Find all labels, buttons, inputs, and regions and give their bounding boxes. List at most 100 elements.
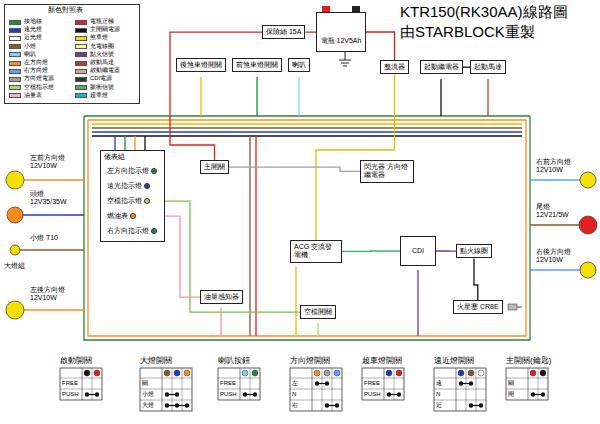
rectifier-box: 整流器	[380, 60, 409, 74]
node-text: 整流器	[384, 63, 405, 71]
harness-wire	[92, 127, 522, 128]
table-rule	[218, 378, 260, 379]
node-text: 後煞車燈開關	[180, 61, 222, 69]
switch-position: 左	[292, 380, 298, 387]
legend-text: 方向燈電源	[24, 75, 54, 82]
contact-dot	[175, 403, 179, 407]
legend-swatch	[75, 20, 87, 25]
contact-dot	[315, 381, 319, 385]
harness-wire	[530, 224, 579, 225]
switch-position: 近	[436, 402, 442, 409]
table-rule	[182, 368, 183, 411]
switch-position: N	[292, 391, 296, 398]
table-rule	[434, 400, 486, 401]
part-label: 大燈組	[4, 262, 25, 270]
switch-table	[506, 368, 548, 400]
table-rule	[434, 378, 486, 379]
contact-dot	[387, 392, 391, 396]
node-text: 左後方向燈 12V10W	[30, 286, 76, 303]
contact-dot	[531, 392, 535, 396]
wire-connector	[305, 31, 316, 33]
wire-color-dot	[314, 370, 320, 376]
table-rule	[476, 368, 477, 411]
flasher-box: 閃光器 方向燈繼電器	[360, 160, 414, 183]
switch-title: 啟動開關	[60, 356, 92, 366]
legend-text: 近光燈	[24, 34, 42, 41]
legend-swatch	[75, 69, 87, 74]
harness-wire	[20, 249, 84, 250]
legend-text: 空檔指示燈	[24, 84, 54, 91]
table-rule	[312, 368, 313, 411]
switch-table	[290, 368, 342, 411]
switch-position: FREE	[62, 380, 78, 387]
table-frame	[218, 368, 260, 400]
node-text: 尾燈 12V21/5W	[536, 203, 575, 220]
wire-connector	[170, 32, 262, 160]
table-frame	[140, 368, 192, 411]
legend-text: 煞車燈	[90, 34, 108, 41]
harness-wire	[249, 136, 250, 336]
harness-wire	[88, 119, 526, 120]
switch-title: 遠近燈開關	[434, 356, 474, 366]
wire-connector	[474, 258, 478, 300]
harness-wire	[530, 179, 580, 180]
legend-swatch	[75, 61, 87, 66]
contact-dot	[541, 392, 545, 396]
table-rule	[240, 368, 241, 400]
switch-table	[60, 368, 102, 400]
legend-swatch	[9, 61, 21, 66]
spark-plug-body	[508, 304, 517, 310]
table-rule	[60, 378, 102, 379]
bulb-symbol	[7, 207, 23, 223]
node-text: 起動繼電器	[424, 63, 459, 71]
ground-symbol	[339, 52, 351, 66]
table-rule	[60, 389, 102, 390]
indicator-dot	[151, 228, 157, 234]
legend-swatch	[75, 52, 87, 57]
legend-swatch	[75, 77, 87, 82]
harness-wire	[255, 136, 256, 336]
switch-position: FREE	[364, 380, 380, 387]
legend-swatch	[9, 44, 21, 49]
node-text: CDI	[404, 247, 432, 255]
wire-connector	[153, 201, 300, 312]
wire-color-dot	[324, 370, 330, 376]
harness-wire	[88, 120, 526, 336]
wire-color-dot	[540, 370, 546, 376]
contact-dot	[165, 403, 169, 407]
bulb-label: 小燈 T10	[27, 232, 61, 244]
spark-plug-symbol	[508, 304, 522, 310]
node-text: 右前方向燈 12V10W	[536, 158, 575, 175]
legend-swatch	[75, 85, 87, 90]
harness-wire	[295, 267, 296, 336]
harness-wire	[530, 269, 580, 270]
indicator-lamp: 左方向指示燈	[104, 165, 160, 177]
node-text: 電瓶 12V5Ah	[320, 37, 362, 45]
harness-wire	[92, 131, 522, 132]
legend-swatch	[9, 93, 21, 98]
switch-box: 後煞車燈開關	[176, 58, 226, 72]
bulb-label: 左前方向燈 12V10W	[27, 152, 79, 173]
sensor-box: 油量感知器	[200, 290, 243, 304]
table-rule	[140, 378, 192, 379]
table-rule	[218, 389, 260, 390]
contact-dot	[165, 392, 169, 396]
table-rule	[82, 368, 83, 400]
table-rule	[290, 378, 342, 379]
legend-swatch	[9, 28, 21, 33]
harness-wire	[200, 77, 201, 116]
indicator-dot	[144, 198, 150, 204]
contact-dot	[85, 392, 89, 396]
switch-position: PUSH	[62, 391, 79, 398]
node-text: 小燈 T10	[30, 234, 58, 242]
bulb-symbol	[580, 172, 596, 188]
wire-connector	[463, 67, 470, 68]
table-rule	[434, 389, 486, 390]
contact-dot	[469, 403, 473, 407]
table-frame	[362, 368, 404, 400]
bulb-symbol	[6, 301, 24, 319]
legend-title: 顏色對照表	[48, 6, 83, 14]
legend-text: 超車燈	[90, 92, 108, 99]
contact-dot	[469, 381, 473, 385]
switch-title: 喇叭按鈕	[218, 356, 250, 366]
